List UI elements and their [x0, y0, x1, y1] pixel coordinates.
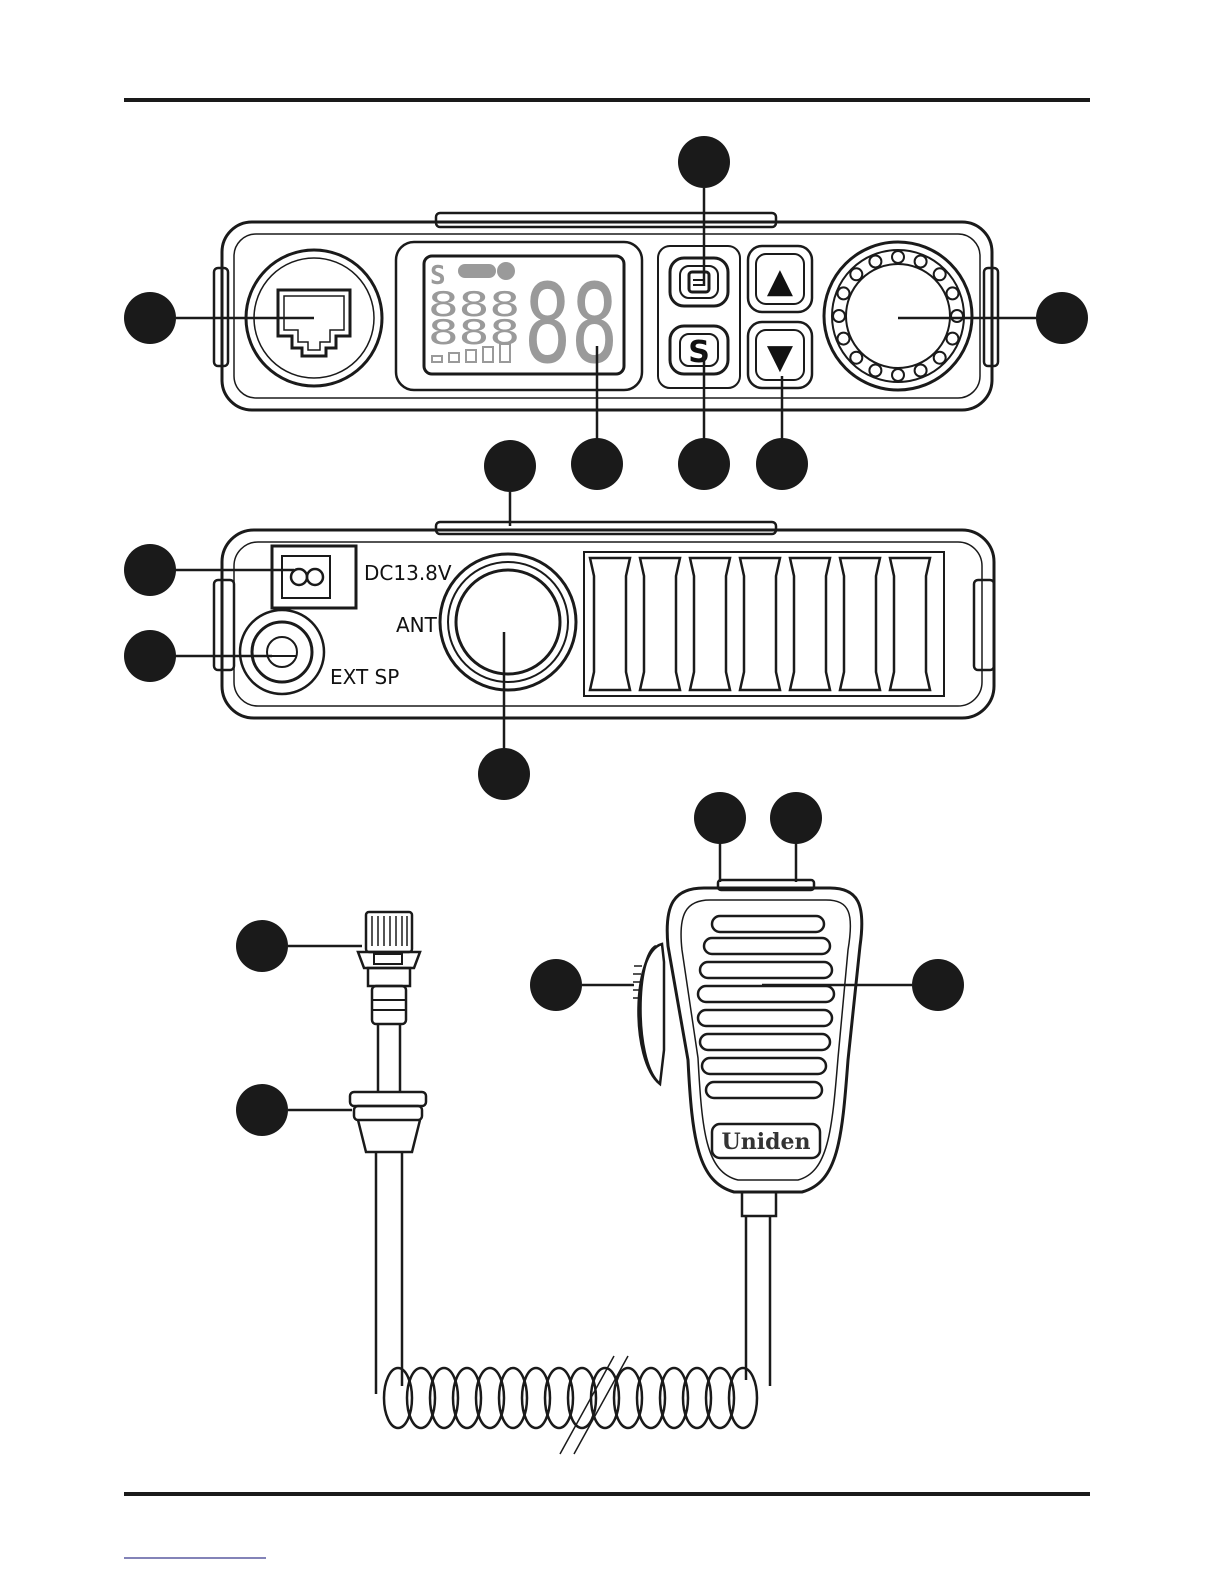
heatsink-fins	[590, 558, 930, 690]
knob-grip	[838, 287, 850, 299]
down-arrow-icon: ▼	[767, 337, 794, 377]
ext-speaker-jack[interactable]	[240, 610, 324, 694]
lcd-status-bar	[458, 264, 496, 278]
callout-marker	[694, 792, 746, 844]
callout-marker	[678, 136, 730, 188]
grille-slot	[700, 1034, 830, 1050]
menu-icon	[689, 272, 709, 292]
knob-grip	[838, 333, 850, 345]
heatsink-fin	[840, 558, 880, 690]
grille-slot	[704, 938, 830, 954]
callout-marker	[678, 438, 730, 490]
up-arrow-icon: ▲	[767, 261, 794, 301]
brand-logo: Uniden	[722, 1129, 811, 1155]
microphone: Uniden	[633, 880, 862, 1216]
knob-grip	[833, 310, 845, 322]
callout-marker	[571, 438, 623, 490]
knob-grip	[915, 365, 927, 377]
heatsink	[584, 552, 944, 696]
down-button[interactable]: ▼	[748, 322, 812, 388]
grille-slot	[698, 1010, 832, 1026]
menu-button[interactable]	[670, 258, 728, 306]
grille-slot	[706, 1082, 822, 1098]
ext-speaker-label: EXT SP	[330, 665, 399, 689]
callout-marker	[124, 630, 176, 682]
heatsink-fin	[640, 558, 680, 690]
callout-marker	[236, 920, 288, 972]
grille-slot	[702, 1058, 826, 1074]
coiled-cable	[376, 1152, 770, 1454]
cable-coils	[384, 1368, 757, 1428]
callout-marker	[478, 748, 530, 800]
lcd-small-digits-bottom: 888	[428, 313, 520, 353]
mic-plug	[350, 912, 426, 1152]
knob-grip	[915, 256, 927, 268]
knob-grip	[869, 256, 881, 268]
callout-marker	[770, 792, 822, 844]
power-connector[interactable]	[272, 546, 356, 608]
scan-button[interactable]: S	[670, 326, 728, 374]
grille-slot	[712, 916, 824, 932]
knob-grip	[947, 287, 959, 299]
knob-grip-ridges	[833, 251, 963, 381]
grille-slot	[698, 986, 834, 1002]
antenna-connector[interactable]	[440, 554, 576, 690]
heatsink-fin	[740, 558, 780, 690]
plug-contacts	[372, 916, 407, 946]
knob-grip	[934, 268, 946, 280]
scan-button-label: S	[688, 335, 710, 370]
grille-slot	[700, 962, 832, 978]
knob-grip	[892, 369, 904, 381]
knob-grip	[850, 268, 862, 280]
callout-marker	[912, 959, 964, 1011]
knob-grip	[951, 310, 963, 322]
heatsink-fin	[790, 558, 830, 690]
mic-grille	[698, 916, 834, 1098]
callout-marker	[124, 544, 176, 596]
up-button[interactable]: ▲	[748, 246, 812, 312]
callout-marker	[236, 1084, 288, 1136]
lcd-large-digits: 88	[524, 260, 618, 388]
callout-marker	[124, 292, 176, 344]
knob-grip	[934, 352, 946, 364]
knob-grip	[892, 251, 904, 263]
knob-grip	[869, 365, 881, 377]
lcd-display: S 888 888 88	[396, 242, 642, 390]
antenna-label: ANT	[396, 613, 438, 637]
callout-marker	[1036, 292, 1088, 344]
heatsink-fin	[890, 558, 930, 690]
lcd-status-dot	[497, 262, 515, 280]
volume-knob[interactable]	[824, 242, 972, 390]
heatsink-fin	[690, 558, 730, 690]
callout-marker	[530, 959, 582, 1011]
front-panel: S 888 888 88	[214, 213, 998, 410]
knob-grip	[850, 352, 862, 364]
callout-marker	[484, 440, 536, 492]
heatsink-fin	[590, 558, 630, 690]
rear-panel: DC13.8V EXT SP ANT	[214, 522, 994, 718]
callout-marker	[756, 438, 808, 490]
power-label: DC13.8V	[364, 561, 452, 585]
knob-grip	[947, 333, 959, 345]
